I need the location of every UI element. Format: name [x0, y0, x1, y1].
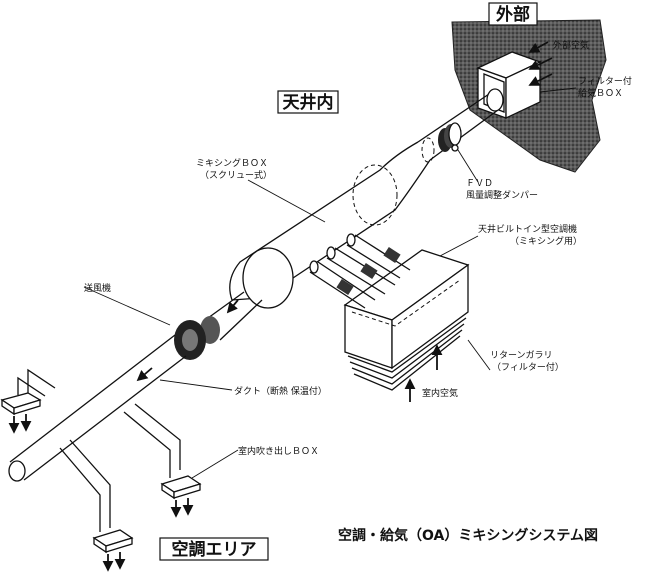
outside-air-arrows	[528, 41, 553, 86]
branch-ducts	[17, 368, 181, 532]
filter-box-label-1: フィルター付	[578, 76, 632, 87]
ahu-label-2: （ミキシング用）	[510, 235, 582, 247]
ceiling-label-box	[277, 90, 339, 114]
outside-label-box	[488, 2, 538, 26]
fan-unit	[174, 291, 263, 360]
ceiling-label: 天井内	[283, 92, 334, 113]
diagram-title: 空調・給気（OA）ミキシングシステム図	[338, 527, 598, 544]
duct-label: ダクト（断熱 保温付）	[234, 385, 327, 397]
intake-duct	[417, 88, 504, 161]
area-label-box	[159, 537, 269, 561]
outlet-boxes	[0, 392, 202, 572]
area-label: 空調エリア	[172, 539, 257, 560]
filter-box-label-2: 給気ＢＯＸ	[578, 87, 623, 99]
return-label-2: （フィルター付）	[492, 362, 564, 373]
leader-lines	[83, 87, 577, 479]
fvd-label-1: ＦＶＤ	[466, 179, 493, 189]
mixing-box-label-1: ミキシングＢＯＸ	[196, 157, 268, 169]
fvd-label-2: 風量調整ダンパー	[466, 189, 538, 201]
indoor-air-label: 室内空気	[422, 387, 458, 399]
outside-label: 外部	[496, 4, 530, 25]
ahu-label-1: 天井ビルトイン型空調機	[478, 223, 577, 235]
fan-label: 送風機	[84, 282, 111, 294]
fvd-damper	[438, 122, 462, 152]
mixing-box	[229, 137, 435, 309]
outlet-box-label: 室内吹き出しＢＯＸ	[238, 445, 319, 457]
return-label-1: リターンガラリ	[490, 350, 553, 361]
ceiling-air-handler	[309, 233, 470, 402]
outside-air-label: 外部空気	[553, 39, 589, 51]
mixing-box-label-2: （スクリュー式）	[200, 169, 272, 181]
supply-duct	[8, 334, 187, 482]
